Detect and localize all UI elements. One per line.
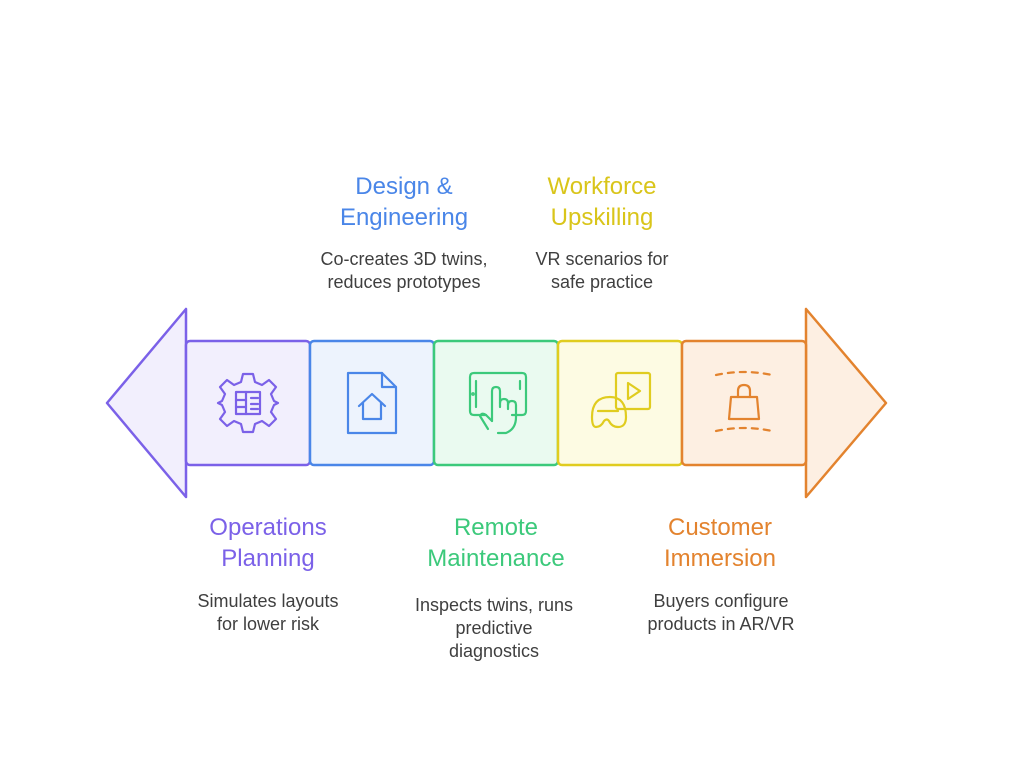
- tablet-touch-icon: [468, 371, 528, 435]
- gear-blueprint-icon: [216, 372, 280, 434]
- stage-design-desc: Co-creates 3D twins, reduces prototypes: [320, 249, 488, 292]
- shopping-bag-ar-icon: [714, 370, 774, 433]
- stage-customer-desc: Buyers configure products in AR/VR: [647, 591, 795, 634]
- stage-upskilling-title: Workforce Upskilling: [547, 173, 657, 231]
- segment-maintenance: [432, 339, 560, 467]
- segment-operations: [184, 339, 312, 467]
- segment-upskilling: [556, 339, 684, 467]
- stage-upskilling-desc: VR scenarios for safe practice: [535, 249, 669, 292]
- segment-customer: [680, 339, 808, 467]
- house-document-icon: [346, 371, 398, 435]
- stage-operations-title: Operations Planning: [209, 514, 327, 572]
- stage-design-title: Design & Engineering: [339, 173, 469, 231]
- stage-maintenance-desc: Inspects twins, runs predictive diagnost…: [414, 595, 574, 661]
- left-arrow-head: [105, 307, 188, 499]
- stage-maintenance-title: Remote Maintenance: [427, 514, 565, 572]
- segment-design: [308, 339, 436, 467]
- stage-operations-desc: Simulates layouts for lower risk: [197, 591, 339, 634]
- vr-headset-icon: [590, 371, 652, 429]
- right-arrow-head: [804, 307, 888, 499]
- stage-customer-title: Customer Immersion: [663, 514, 777, 572]
